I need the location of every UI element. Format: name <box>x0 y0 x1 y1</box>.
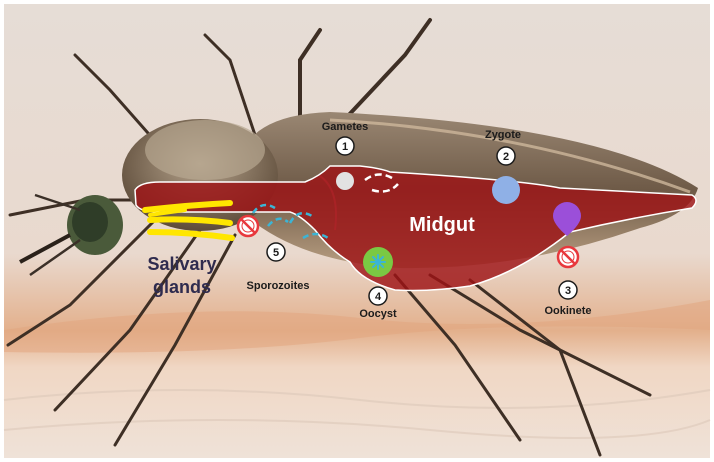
oocyst-star-icon <box>363 247 393 277</box>
stage-2-number: 2 <box>503 151 509 163</box>
stage-1-label: Gametes <box>322 121 368 133</box>
stage-2-label: Zygote <box>485 129 521 141</box>
salivary-glands-label-line1: Salivary <box>147 254 216 274</box>
stage-5-number: 5 <box>273 247 279 259</box>
blocked-icon <box>238 216 258 236</box>
midgut-label: Midgut <box>409 214 475 236</box>
zygote-dot <box>492 176 520 204</box>
stage-4-number: 4 <box>375 291 382 303</box>
stage-3-label: Ookinete <box>544 305 591 317</box>
gamete-dot <box>336 172 354 190</box>
blocked-icon <box>558 247 578 267</box>
stage-3-number: 3 <box>565 285 571 297</box>
stage-4-label: Oocyst <box>359 308 397 320</box>
stage-1-number: 1 <box>342 141 348 153</box>
stage-5-label: Sporozoites <box>247 280 310 292</box>
salivary-glands-label-line2: glands <box>153 277 211 297</box>
